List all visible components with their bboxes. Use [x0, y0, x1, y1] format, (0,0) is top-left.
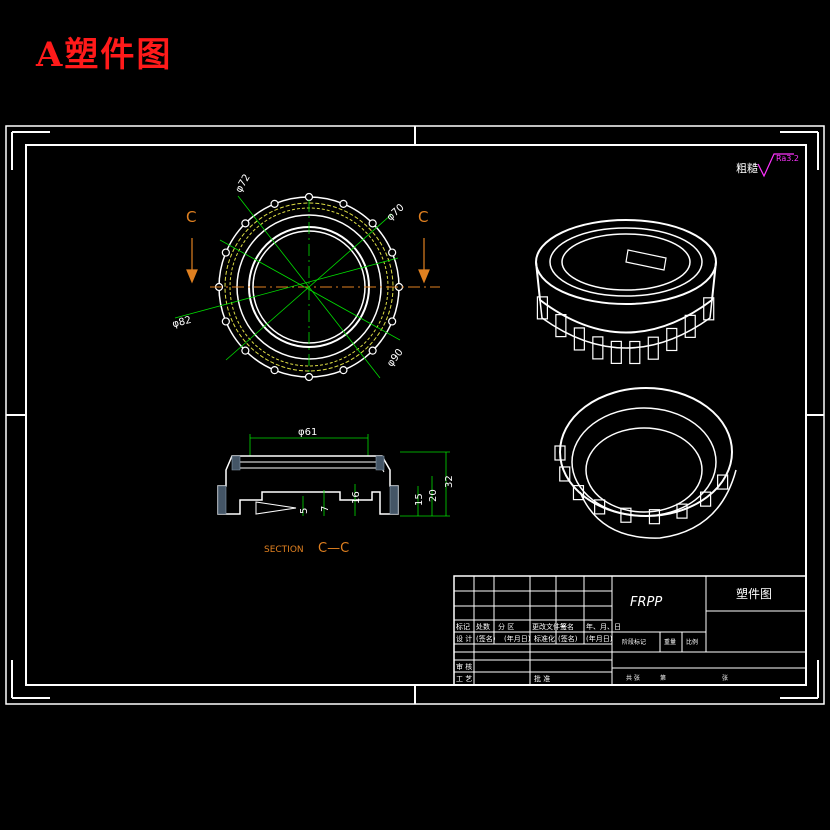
iso-rib: [684, 314, 696, 338]
dim-phi72: φ72: [234, 172, 253, 194]
rib-tooth: [221, 248, 230, 257]
section-caption-prefix: SECTION: [264, 545, 304, 555]
rib-tooth: [241, 219, 250, 228]
tb-design-sign: (签名): [476, 634, 496, 643]
iso-rib-bottom: [717, 474, 729, 490]
tb-rev-count: 处数: [476, 622, 490, 631]
roughness-label: 粗糙: [736, 161, 758, 175]
dim-h5: 5: [299, 508, 310, 514]
iso-rib-bottom: [559, 466, 571, 482]
tb-sheet-total: 共 张: [626, 674, 640, 682]
tb-standard-sign: (签名): [558, 634, 578, 643]
roughness-value: Ra3.2: [776, 154, 799, 163]
rib-tooth: [388, 248, 397, 257]
dim-h15: 15: [414, 493, 425, 506]
tb-rev-doc: 更改文件号: [532, 622, 567, 631]
roughness-symbol: 粗糙 Ra3.2: [736, 153, 799, 178]
isometric-view-bottom: [554, 387, 737, 539]
rib-tooth: [221, 317, 230, 326]
iso-rib: [666, 327, 678, 352]
dim-phi70: φ70: [385, 202, 407, 223]
dim-h16: 16: [351, 491, 362, 504]
iso-rib: [703, 297, 715, 321]
rib-tooth: [388, 317, 397, 326]
rib-tooth: [304, 192, 314, 202]
rib-teeth: [214, 192, 404, 382]
iso-rib-bottom: [594, 499, 606, 515]
tb-rev-date: 年、月、日: [586, 622, 621, 631]
tb-stage: 阶段标记: [622, 638, 646, 646]
cut-label-right: C: [418, 208, 428, 226]
tb-weight: 重量: [664, 638, 676, 646]
tb-rev-mark: 标记: [456, 622, 470, 631]
sheet-frame: [5, 125, 825, 705]
tb-material: FRPP: [630, 595, 662, 610]
rib-tooth: [339, 366, 348, 375]
iso-rib-bottom: [676, 503, 688, 519]
iso-rib-bottom: [572, 485, 585, 501]
iso-rib: [536, 296, 549, 320]
dim-h32: 32: [444, 475, 455, 488]
dim-h20: 20: [428, 489, 439, 502]
top-view: φ72 φ70 φ82 φ90 C C: [171, 172, 440, 382]
section-view: φ61 32 20 16 15 7 5 SECTION C—C: [217, 427, 455, 556]
cut-label-left: C: [186, 208, 196, 226]
rib-tooth: [368, 346, 377, 355]
isometric-ribs-bottom: [554, 445, 729, 525]
tb-review: 审 核: [456, 662, 472, 671]
tb-sheet-unit: 张: [722, 674, 728, 682]
rib-tooth: [270, 199, 279, 208]
iso-rib-bottom: [554, 445, 566, 461]
section-caption-name: C—C: [318, 541, 349, 556]
dim-phi82: φ82: [171, 315, 193, 331]
tb-design: 设 计: [456, 634, 472, 643]
iso-rib: [647, 336, 659, 360]
tb-standard: 标准化: [534, 634, 555, 643]
iso-rib: [629, 340, 641, 365]
rib-tooth: [368, 219, 377, 228]
tb-approve: 批 准: [534, 674, 550, 683]
iso-rib-bottom: [648, 509, 661, 525]
isometric-ribs: [536, 296, 715, 365]
iso-rib: [610, 340, 622, 364]
rib-tooth: [241, 346, 250, 355]
rib-tooth: [304, 372, 314, 382]
tb-standard-date: (年月日): [586, 634, 613, 643]
tb-sheet-no: 第: [660, 674, 666, 682]
iso-rib: [555, 314, 567, 338]
dim-phi90: φ90: [385, 347, 406, 369]
dim-phi61: φ61: [298, 427, 317, 438]
tb-design-date: (年月日): [504, 634, 531, 643]
tb-rev-sign: 签名: [560, 622, 574, 631]
isometric-view-top: [535, 219, 717, 365]
rib-tooth: [339, 199, 348, 208]
tb-drawing-name: 塑件图: [736, 586, 772, 601]
title-block: FRPP 塑件图 标记 处数 分 区 更改文件号 签名 年、月、日 设 计 (签…: [453, 575, 807, 686]
iso-rib-bottom: [700, 491, 712, 507]
tb-process: 工 艺: [456, 675, 472, 683]
iso-rib-bottom: [620, 507, 632, 523]
rib-tooth: [270, 366, 279, 375]
iso-rib: [573, 327, 585, 351]
tb-scale: 比例: [686, 638, 698, 646]
dim-h7: 7: [320, 506, 331, 512]
iso-rib: [592, 336, 604, 360]
page-title: A塑件图: [36, 35, 173, 75]
tb-rev-zone: 分 区: [498, 622, 514, 631]
